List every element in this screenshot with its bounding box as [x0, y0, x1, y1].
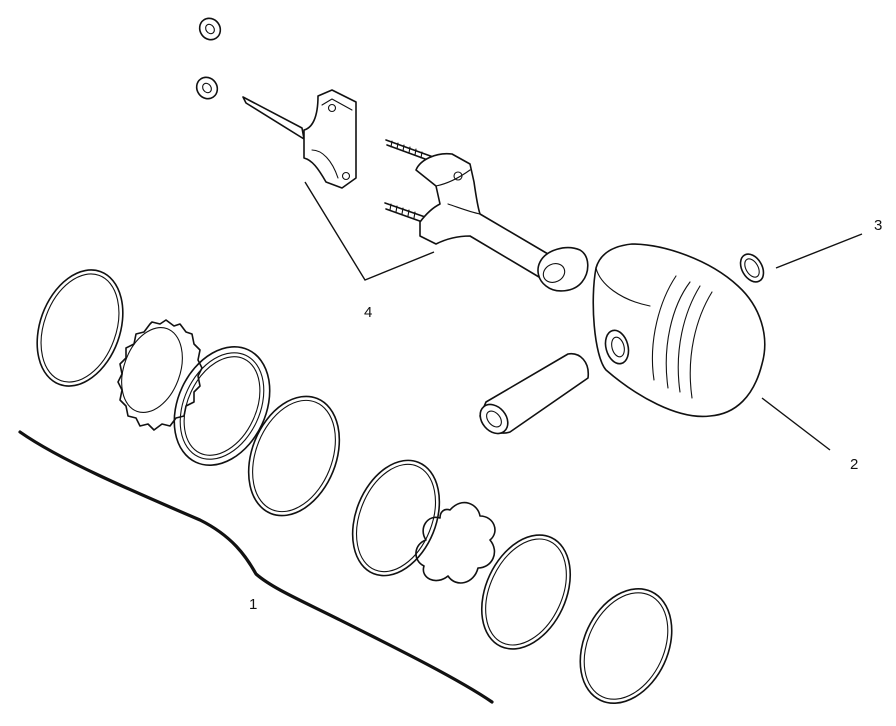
- piston-pin-icon: [479, 353, 590, 435]
- leader-line-2: [761, 397, 831, 451]
- snap-ring-icon: [739, 253, 765, 283]
- leader-line-4: [304, 181, 435, 281]
- piston-ring-icon: [579, 587, 673, 705]
- callout-2: 2: [850, 456, 859, 473]
- piston-ring-icon: [351, 459, 441, 577]
- connecting-rod-icon: [415, 152, 589, 292]
- callout-3: 3: [874, 217, 883, 234]
- callout-1: 1: [249, 596, 258, 613]
- piston-ring-icon: [36, 269, 124, 387]
- oil-control-ring-icon: [173, 346, 271, 466]
- oil-ring-expander-icon: [117, 319, 203, 431]
- connecting-rod-cap-icon: [242, 89, 357, 189]
- oil-ring-expander-icon: [415, 501, 496, 584]
- nut-icon: [198, 17, 222, 41]
- callout-4: 4: [364, 304, 373, 321]
- oil-control-ring-icon: [480, 534, 572, 650]
- piston-icon: [592, 243, 766, 418]
- ring-set-brace: [18, 430, 494, 704]
- leader-line-3: [775, 233, 863, 269]
- nut-icon: [195, 76, 219, 100]
- piston-ring-icon: [247, 395, 341, 517]
